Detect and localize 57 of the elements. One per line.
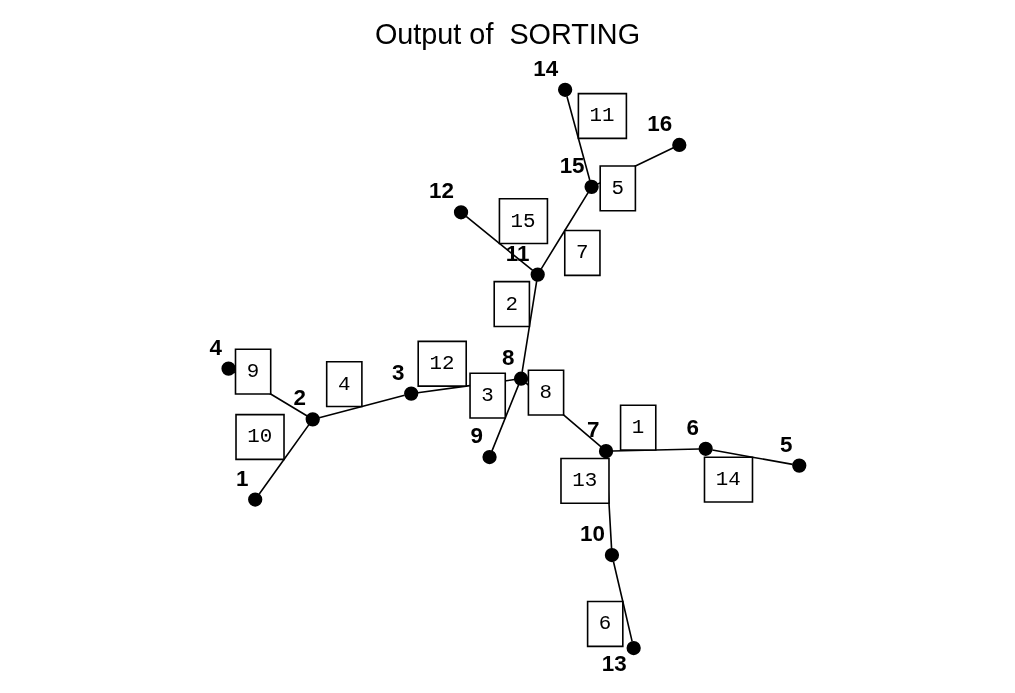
edge-label: 9 xyxy=(246,360,260,384)
connector xyxy=(465,215,534,272)
node-label: 8 xyxy=(501,344,515,370)
node-label: 3 xyxy=(392,359,405,385)
node-label: 7 xyxy=(586,417,600,443)
connector xyxy=(611,448,700,452)
edge-label: 13 xyxy=(572,469,598,493)
connector xyxy=(612,560,633,643)
connector xyxy=(258,423,310,495)
edge-label: 10 xyxy=(247,425,273,449)
connector xyxy=(566,95,591,182)
node-label: 14 xyxy=(533,55,559,81)
node-circle xyxy=(598,444,614,459)
edge-label: 2 xyxy=(505,292,518,316)
connector xyxy=(711,449,794,466)
node-circle xyxy=(626,640,641,656)
node-circle xyxy=(404,386,419,401)
node-circle xyxy=(453,205,469,220)
node-label: 16 xyxy=(647,110,673,136)
node-label: 10 xyxy=(579,521,605,547)
edge-label: 5 xyxy=(611,176,624,200)
node-label: 13 xyxy=(601,650,627,676)
edge-label: 1 xyxy=(631,416,645,440)
node-circle xyxy=(530,267,545,282)
connector xyxy=(540,191,590,270)
edge-label: 7 xyxy=(575,241,589,265)
node-label: 4 xyxy=(209,334,222,360)
node-circle xyxy=(513,371,529,386)
node-label: 1 xyxy=(236,465,249,491)
edge-label: 15 xyxy=(510,209,536,233)
connector xyxy=(318,394,406,419)
node-circle xyxy=(482,449,497,465)
node-label: 2 xyxy=(293,385,307,411)
node-label: 6 xyxy=(686,414,699,440)
node-circle xyxy=(672,137,687,153)
edge-label: 3 xyxy=(481,384,494,408)
diagram-title: Output of SORTING xyxy=(374,18,641,51)
node-circle xyxy=(248,492,263,507)
edge-label: 4 xyxy=(337,372,351,396)
edge-label: 8 xyxy=(539,381,553,405)
edge-label: 11 xyxy=(589,104,615,128)
node-circle xyxy=(792,458,807,473)
edge-label: 6 xyxy=(598,612,612,636)
node-circle xyxy=(221,361,236,376)
connector xyxy=(491,384,520,452)
node-label: 9 xyxy=(470,423,483,449)
node-circle xyxy=(558,82,573,97)
node-label: 5 xyxy=(780,431,793,457)
edge-label: 14 xyxy=(715,468,741,492)
node-circle xyxy=(698,441,713,456)
node-label: 12 xyxy=(429,178,454,204)
connector xyxy=(521,280,538,373)
node-circle xyxy=(305,412,320,427)
edge-label: 12 xyxy=(429,352,455,376)
node-circle xyxy=(604,547,620,563)
node-circle xyxy=(584,179,599,194)
node-label: 15 xyxy=(559,152,585,178)
